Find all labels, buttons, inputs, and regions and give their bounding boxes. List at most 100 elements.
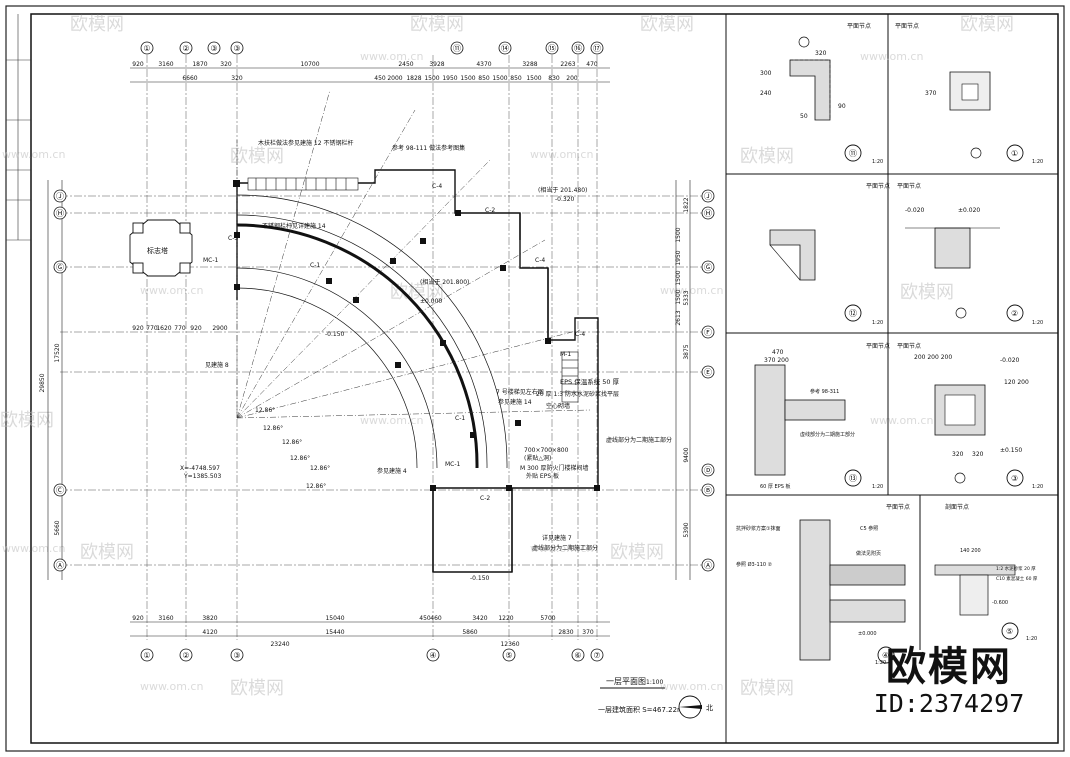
detail-number: ⑫: [849, 309, 857, 318]
dim-text: 6660: [182, 75, 197, 82]
window-tag: C-1: [310, 262, 320, 269]
watermark-url: www.om.cn: [2, 148, 65, 161]
axis-label: ②: [182, 651, 189, 660]
dim-text: 920: [132, 61, 144, 68]
dim-text: 1828: [406, 75, 421, 82]
dim-text: 320: [815, 50, 827, 57]
axis-label: Ⓗ: [56, 209, 64, 218]
dim-text: 1500: [492, 75, 507, 82]
level-ref: (相当于 201.800): [420, 278, 469, 286]
curved-walls: [236, 194, 508, 469]
brand-id: ID:2374297: [873, 689, 1025, 718]
dim-text: 3288: [522, 61, 537, 68]
angle: 12.86°: [306, 483, 326, 490]
dim-text: 5333: [683, 290, 690, 305]
axis-label: Ⓕ: [704, 328, 712, 337]
coord-y: Y=1385.503: [183, 473, 222, 480]
detail-scale: 1:20: [1032, 484, 1043, 490]
watermark-url: www.om.cn: [530, 148, 593, 161]
right-axis-labels: Ⓙ Ⓗ Ⓖ Ⓕ Ⓔ Ⓓ Ⓑ Ⓐ: [704, 192, 712, 570]
axis-label: Ⓙ: [56, 192, 64, 201]
detail-scale: 1:20: [872, 159, 883, 165]
right-axis-bubbles: [701, 189, 715, 572]
dim-text: 5700: [540, 615, 555, 622]
door-tag: MC-1: [445, 461, 461, 468]
north-arrow-pointer-icon: [679, 705, 702, 709]
elevation: ±0.000: [420, 298, 442, 305]
dim-text: 2450: [398, 61, 413, 68]
note-text: 参考 98-111 做法参考图集: [392, 144, 465, 152]
axis-label: ⑤: [505, 651, 512, 660]
detail-3: 平面节点 470 370 200 参考 98-311 虚线部分为二期施工部分 6…: [754, 342, 1043, 490]
dim-text: 3820: [202, 615, 217, 622]
angle: 12.86°: [310, 465, 330, 472]
detail-bubble: [844, 144, 862, 162]
dim-text: 830: [548, 75, 560, 82]
note-text: 不锈钢栏杆见详建施 14: [262, 222, 326, 230]
axis-label: ②: [182, 44, 189, 53]
dim-text: 1822: [683, 197, 690, 212]
dim-text: 4370: [476, 61, 491, 68]
note-text: (紧贴△洞): [524, 454, 551, 462]
detail-title: 平面节点: [897, 182, 921, 190]
dim-text: 2613: [675, 310, 682, 325]
dim-text: 9400: [683, 447, 690, 462]
detail-title: 平面节点: [895, 22, 919, 30]
elevation: -0.020: [1000, 357, 1020, 364]
dim-text: 1500: [460, 75, 475, 82]
dim-text: 1500: [424, 75, 439, 82]
dim-text: 470: [586, 61, 598, 68]
door-tag: MC-1: [203, 257, 219, 264]
axis-label: ⑯: [574, 44, 582, 53]
axis-label: Ⓑ: [704, 486, 712, 495]
detail-number: ⑤: [1006, 627, 1013, 636]
detail-scale: 1:20: [875, 660, 886, 666]
note-text: 700×700×800: [524, 447, 569, 454]
dim-text: 1870: [192, 61, 207, 68]
dim-text: 2900: [212, 325, 227, 332]
watermark-logo: 欧模网: [390, 282, 444, 303]
dim-text: 320: [231, 75, 243, 82]
watermark-url: www.om.cn: [360, 50, 423, 63]
dim-text: 1500: [675, 227, 682, 242]
watermark-url: www.om.cn: [140, 680, 203, 693]
left-axis-labels: Ⓙ Ⓗ Ⓖ Ⓒ Ⓐ: [56, 192, 64, 570]
dim-text: 3928: [429, 61, 444, 68]
right-dimensions: 1822 1500 1950 1500 1500 5333 2613 3875 …: [675, 197, 690, 537]
dim-text: 850: [510, 75, 522, 82]
watermark-logo: 欧模网: [740, 678, 794, 699]
dim-text: 3875: [683, 344, 690, 359]
dim-text: 50: [800, 113, 808, 120]
dim-text: 300: [760, 70, 772, 77]
dim-text: 90: [838, 103, 846, 110]
inner-frame: [30, 13, 1059, 744]
axis-label: Ⓐ: [704, 561, 712, 570]
detail-title: 平面节点: [847, 22, 871, 30]
dim-text: 200 200 200: [914, 354, 952, 361]
detail-scale: 1:20: [872, 484, 883, 490]
note-text: 参见建施 4: [377, 467, 407, 475]
dim-text: 320: [220, 61, 232, 68]
axis-label: Ⓖ: [704, 263, 712, 272]
axis-grid: [60, 55, 705, 640]
watermark-logo: 欧模网: [610, 542, 664, 563]
note-text: 详见建施 7: [542, 534, 572, 542]
north-label: 北: [706, 704, 713, 712]
left-dimensions: 920 770 1620 770 920 2900 29850 17520 56…: [39, 325, 228, 536]
axis-label: Ⓐ: [56, 561, 64, 570]
dim-text: 920: [132, 325, 144, 332]
axis-label: ③: [233, 651, 240, 660]
detail-number: ⑪: [849, 149, 857, 158]
top-axis-labels: ① ② ③ ③ ⑪ ⑭ ⑮ ⑯ ⑰: [143, 44, 601, 53]
top-axis-bubbles: [140, 41, 604, 55]
window-tag: C-2: [485, 207, 495, 214]
detail-scale: 1:20: [1032, 320, 1043, 326]
plan-labels: EPS 保温系统 50 厚 20 厚 1:3 防水水泥砂浆找平层 空心砌墙 7 …: [180, 139, 672, 582]
watermark-logo: 欧模网: [80, 542, 134, 563]
dim-text: 5390: [683, 522, 690, 537]
stair-band: [247, 177, 579, 403]
dim-text: 770: [174, 325, 186, 332]
angle: 12.86°: [263, 425, 283, 432]
axis-label: ④: [429, 651, 436, 660]
note-text: C5 参照: [860, 525, 878, 532]
